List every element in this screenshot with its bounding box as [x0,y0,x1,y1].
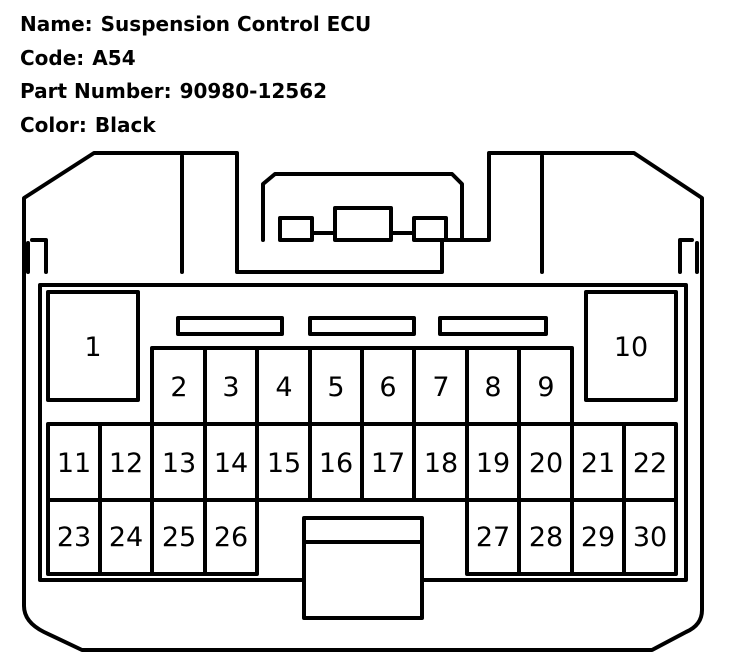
connector-housing [22,151,704,652]
color-row: Color: Black [20,109,371,143]
part-number-row: Part Number: 90980-12562 [20,75,371,109]
code-value: A54 [92,45,136,70]
pin-label-9: 9 [537,372,554,403]
row-3-left-dividers [98,498,207,576]
connector-info: Name: Suspension Control ECU Code: A54 Par… [20,8,371,142]
key-tab-left-notch [278,216,314,242]
key-tab-right-notch [412,216,448,242]
pin-label-27: 27 [476,522,510,553]
housing-outline [22,151,704,652]
keying-slot-center [308,316,416,336]
name-row: Name: Suspension Control ECU [20,8,371,42]
pin-label-24: 24 [109,522,143,553]
keying-slot-right [438,316,548,336]
pin-label-8: 8 [484,372,501,403]
pin-cavity-1 [46,290,140,402]
pin-cavity-10 [584,290,678,402]
name-value: Suspension Control ECU [100,12,372,36]
pin-label-22: 22 [633,448,667,479]
part-number-value: 90980-12562 [179,79,328,103]
color-label: Color: [20,112,87,137]
pin-label-3: 3 [222,372,239,403]
inner-face [38,283,688,620]
pin-label-18: 18 [424,448,458,479]
pin-label-21: 21 [581,448,615,479]
key-tab [261,172,464,242]
row-2-dividers [98,422,626,502]
pin-label-20: 20 [529,448,563,479]
pin-label-23: 23 [57,522,91,553]
row-1-dividers [203,346,521,426]
pin-label-19: 19 [476,448,510,479]
pin-label-6: 6 [379,372,396,403]
pin-label-2: 2 [170,372,187,403]
pin-label-7: 7 [432,372,449,403]
row-3-right-dividers [517,498,626,576]
pin-labels: 1 10 2 3 4 5 6 7 8 9 11 12 13 14 15 16 1… [57,332,667,553]
pin-label-15: 15 [267,448,301,479]
pin-label-12: 12 [109,448,143,479]
pin-label-29: 29 [581,522,615,553]
pin-label-26: 26 [214,522,248,553]
pin-label-1: 1 [84,332,101,363]
pin-label-11: 11 [57,448,91,479]
bottom-key-slot [302,516,424,582]
pin-label-16: 16 [319,448,353,479]
pin-label-28: 28 [529,522,563,553]
left-latch-lip [26,238,48,274]
pin-label-4: 4 [275,372,292,403]
pin-label-30: 30 [633,522,667,553]
code-label: Code: [20,45,85,70]
right-latch-lip [678,238,699,274]
pin-label-13: 13 [162,448,196,479]
part-number-label: Part Number: [20,79,172,103]
color-value: Black [94,112,156,137]
pin-label-17: 17 [371,448,405,479]
pin-label-10: 10 [614,332,648,363]
keying-slot-left [176,316,284,336]
pin-label-14: 14 [214,448,248,479]
pin-label-5: 5 [327,372,344,403]
name-label: Name: [20,12,93,36]
pin-label-25: 25 [162,522,196,553]
key-tab-center-block [333,206,393,242]
code-row: Code: A54 [20,42,371,76]
